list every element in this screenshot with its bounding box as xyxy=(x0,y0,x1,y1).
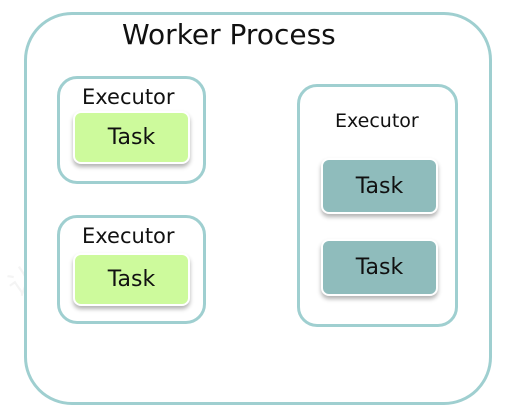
executor-2-title: Executor xyxy=(82,224,175,248)
executor-3-title: Executor xyxy=(335,110,419,132)
executor-1-task-1: Task xyxy=(73,111,190,164)
executor-3-task-2: Task xyxy=(321,239,438,296)
executor-3-task-1: Task xyxy=(321,158,438,214)
executor-1-title: Executor xyxy=(82,85,175,109)
executor-2-task-1: Task xyxy=(73,253,190,306)
worker-process-title: Worker Process xyxy=(122,18,336,51)
